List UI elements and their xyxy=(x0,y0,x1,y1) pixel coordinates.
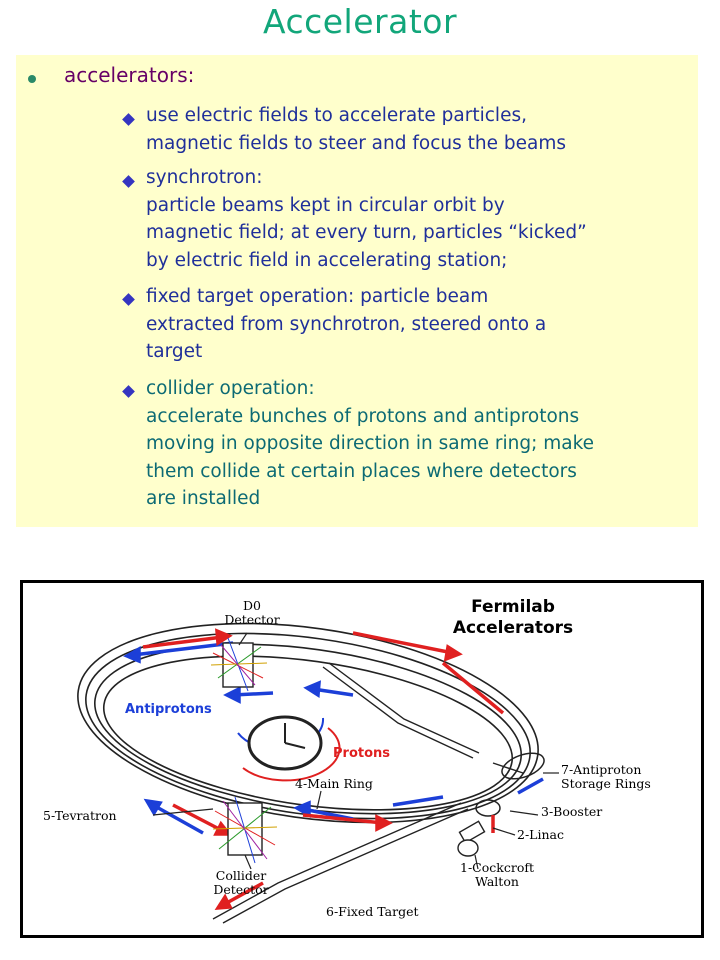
diamond-bullet-icon xyxy=(122,175,135,188)
antiprotons-label: Antiprotons xyxy=(125,702,212,717)
d0-detector-label: D0 Detector xyxy=(224,598,280,627)
diamond-bullet-icon xyxy=(122,293,135,306)
antiproton-storage-ring xyxy=(501,752,545,780)
booster-label: 3-Booster xyxy=(541,804,603,819)
bullet-dot-icon xyxy=(28,75,36,83)
bullet-item: synchrotron: particle beams kept in circ… xyxy=(146,167,587,271)
d0-detector-icon xyxy=(210,637,268,692)
fermilab-accelerators-diagram: Fermilab Accelerators D0 Detector Antipr… xyxy=(20,580,704,938)
clock-icon xyxy=(247,715,323,771)
cockcroft-label: 1-Cockcroft Walton xyxy=(460,860,534,889)
antiproton-storage-label: 7-Antiproton Storage Rings xyxy=(561,762,651,791)
bullet-item: collider operation: accelerate bunches o… xyxy=(146,378,595,509)
main-ring-label: 4-Main Ring xyxy=(295,776,373,791)
collider-detector-icon xyxy=(212,796,278,864)
collider-detector-label: Collider Detector xyxy=(213,868,269,897)
linac-label: 2-Linac xyxy=(517,827,564,842)
bullet-item: use electric fields to accelerate partic… xyxy=(146,105,566,154)
linac xyxy=(458,820,486,844)
slide-title: Accelerator xyxy=(262,2,458,41)
figure-title: Fermilab Accelerators xyxy=(452,597,574,638)
booster-ring xyxy=(475,799,501,817)
protons-label: Protons xyxy=(333,746,391,761)
bullet-item: fixed target operation: particle beam ex… xyxy=(146,286,547,362)
accelerator-drawing xyxy=(77,622,559,924)
diamond-bullet-icon xyxy=(122,113,135,126)
tevatron-label: 5-Tevratron xyxy=(43,808,117,823)
bullet-heading: accelerators: xyxy=(64,63,195,87)
fixed-target-label: 6-Fixed Target xyxy=(326,904,419,919)
cockcroft-walton xyxy=(457,839,479,857)
bullet-box: accelerators: use electric fields to acc… xyxy=(16,55,698,527)
diamond-bullet-icon xyxy=(122,385,135,398)
